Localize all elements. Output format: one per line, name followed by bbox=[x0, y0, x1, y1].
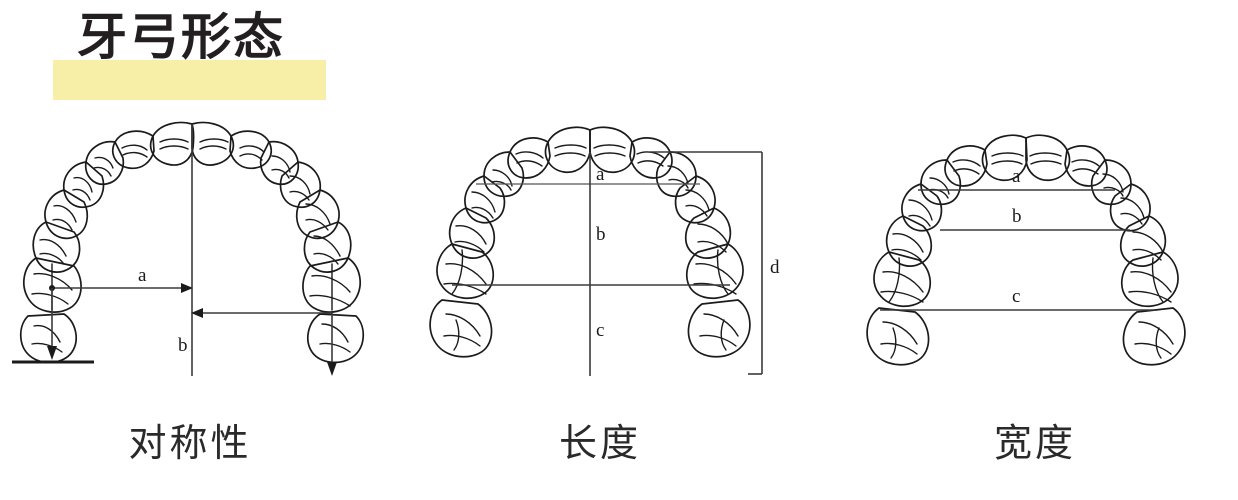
arrow-head-drop-left bbox=[47, 346, 57, 360]
diagram-width: a b c bbox=[840, 108, 1230, 408]
arch-teeth-right bbox=[1025, 134, 1186, 366]
arch-teeth-right bbox=[589, 126, 751, 358]
page-title: 牙弓形态 bbox=[77, 8, 285, 66]
width-measurements: a b c bbox=[880, 166, 1155, 311]
arch-teeth-left bbox=[19, 121, 195, 364]
measure-label-d: d bbox=[770, 257, 780, 278]
width-svg: a b c bbox=[866, 134, 1186, 366]
arch-teeth-right bbox=[191, 121, 365, 364]
caption-symmetry: 对称性 bbox=[128, 421, 252, 465]
diagram-length: a b c d bbox=[400, 108, 800, 408]
arch-teeth-left bbox=[866, 134, 1028, 366]
length-measurements: a b c d bbox=[452, 151, 780, 376]
arrow-head-a bbox=[181, 283, 193, 293]
measure-label-c: c bbox=[596, 320, 604, 341]
symmetry-svg: a b bbox=[12, 121, 365, 376]
arch-teeth-left bbox=[429, 126, 591, 358]
measure-label-b: b bbox=[1012, 206, 1022, 227]
length-svg: a b c d bbox=[429, 126, 780, 376]
measure-label-a: a bbox=[138, 265, 147, 286]
page-title-block: 牙弓形态 bbox=[53, 8, 393, 104]
arrow-head-drop-right bbox=[327, 362, 337, 376]
measure-label-a: a bbox=[596, 164, 605, 185]
measure-label-a: a bbox=[1012, 166, 1021, 187]
title-highlight-bar bbox=[53, 60, 326, 100]
caption-length: 长度 bbox=[558, 421, 641, 465]
measure-label-b: b bbox=[178, 335, 188, 356]
caption-width: 宽度 bbox=[993, 421, 1076, 465]
symmetry-measurements: a b bbox=[12, 124, 337, 376]
diagram-symmetry: a b bbox=[10, 108, 370, 408]
measure-label-b: b bbox=[596, 224, 606, 245]
measure-label-c: c bbox=[1012, 286, 1020, 307]
arrow-head-right bbox=[191, 308, 203, 318]
